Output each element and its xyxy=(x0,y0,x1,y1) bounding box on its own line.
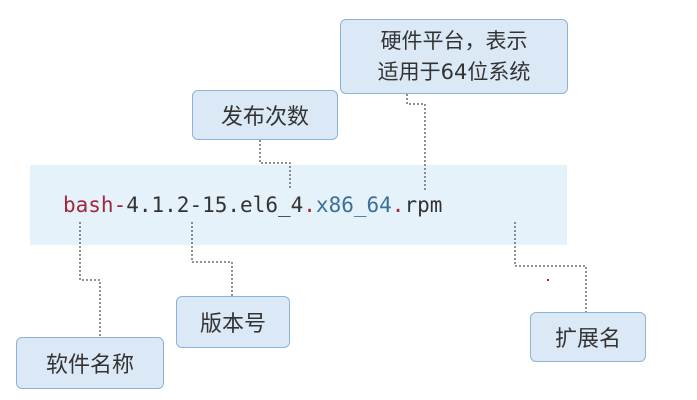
version-segment: 4.1.2 xyxy=(126,193,190,217)
separator-dash: - xyxy=(113,193,127,217)
callout-extension-label: 扩展名 xyxy=(554,327,621,352)
arch-segment: x86_64 xyxy=(315,193,392,217)
release-segment: 15.el6_4 xyxy=(202,193,304,217)
connector-name xyxy=(79,222,101,337)
callout-software-name: 软件名称 xyxy=(16,337,164,389)
callout-hardware-platform: 硬件平台，表示 适用于64位系统 xyxy=(340,19,568,94)
package-name-segment: bash xyxy=(63,193,114,217)
extension-segment: rpm xyxy=(404,193,443,217)
callout-hardware-line2: 适用于64位系统 xyxy=(377,59,531,84)
callout-hardware-line1: 硬件平台，表示 xyxy=(380,28,528,53)
connector-version xyxy=(191,222,233,296)
connector-extension xyxy=(514,222,587,312)
callout-version-label: 版本号 xyxy=(199,312,266,337)
stray-dot-mark xyxy=(547,279,549,281)
callout-extension: 扩展名 xyxy=(530,312,646,362)
rpm-filename: bash-4.1.2-15.el6_4.x86_64.rpm xyxy=(63,190,442,220)
filename-highlight-band xyxy=(30,165,567,245)
callout-release-label: 发布次数 xyxy=(220,105,309,130)
callout-version-number: 版本号 xyxy=(176,296,290,348)
separator-dot: . xyxy=(303,193,316,217)
callout-release-count: 发布次数 xyxy=(192,90,338,140)
separator-dash: - xyxy=(189,193,203,217)
connector-release xyxy=(259,140,291,188)
separator-dot: . xyxy=(391,193,405,217)
connector-hardware xyxy=(406,94,426,192)
callout-name-label: 软件名称 xyxy=(45,353,134,378)
